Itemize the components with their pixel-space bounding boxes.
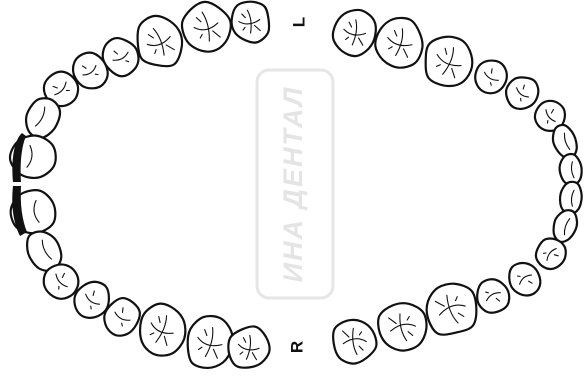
lower-tooth-3[interactable] <box>416 29 480 94</box>
lower-tooth-14[interactable] <box>419 276 485 342</box>
upper-tooth-16-crown <box>225 323 272 371</box>
upper-tooth-2-crown <box>177 0 236 57</box>
upper-tooth-16[interactable] <box>225 323 272 371</box>
lower-tooth-16-crown <box>331 317 379 366</box>
upper-tooth-2[interactable] <box>177 0 236 57</box>
right-side-label: R <box>287 341 306 353</box>
left-side-label: L <box>289 17 308 27</box>
lower-tooth-15[interactable] <box>374 298 432 356</box>
upper-tooth-1-crown <box>229 0 271 45</box>
upper-tooth-1[interactable] <box>229 0 271 45</box>
lower-tooth-15-crown <box>374 298 432 356</box>
lower-tooth-1-crown <box>330 7 378 59</box>
lower-tooth-1[interactable] <box>330 7 378 59</box>
lower-tooth-2-crown <box>371 13 429 73</box>
upper-tooth-14[interactable] <box>131 298 193 362</box>
lower-tooth-16[interactable] <box>331 317 379 366</box>
lower-tooth-14-crown <box>419 276 485 342</box>
lower-tooth-2[interactable] <box>371 13 429 73</box>
upper-tooth-14-crown <box>131 298 193 362</box>
watermark: ИНА ДЕНТАЛ <box>257 70 333 298</box>
lower-tooth-3-crown <box>416 29 480 94</box>
watermark-text: ИНА ДЕНТАЛ <box>278 86 308 283</box>
